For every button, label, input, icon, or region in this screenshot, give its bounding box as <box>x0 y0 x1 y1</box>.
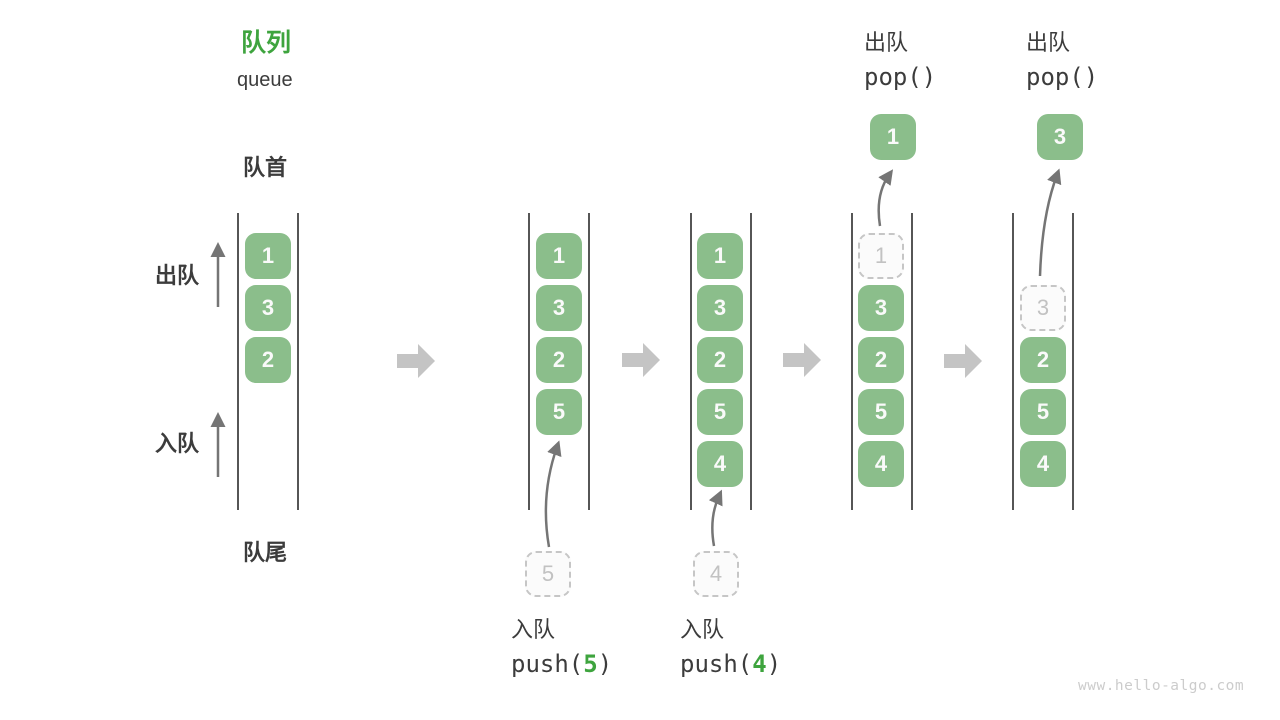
queue-element: 5 <box>536 389 582 435</box>
pop-3-arrow-icon <box>1038 168 1062 277</box>
pop-label-code: pop() <box>1026 63 1099 91</box>
queue-element: 2 <box>697 337 743 383</box>
queue-element: 3 <box>245 285 291 331</box>
next-stage-arrow-icon <box>397 344 435 378</box>
queue-element: 5 <box>858 389 904 435</box>
queue-element: 2 <box>536 337 582 383</box>
queue2-wall-right <box>588 213 590 510</box>
queue2-wall-left <box>528 213 530 510</box>
next-stage-arrow-icon <box>622 343 660 377</box>
pop-1-arrow-icon <box>877 169 894 227</box>
queue1-wall-left <box>237 213 239 510</box>
queue-element-popped-slot: 3 <box>1020 285 1066 331</box>
push-operation-label: 入队 push(4) <box>680 617 782 678</box>
pop-operation-label: 出队 pop() <box>864 30 937 91</box>
queue-element: 5 <box>697 389 743 435</box>
incoming-element: 4 <box>693 551 739 597</box>
pop-label-code: pop() <box>864 63 937 91</box>
popped-element: 3 <box>1037 114 1083 160</box>
queue-element: 3 <box>697 285 743 331</box>
queue5-wall-right <box>1072 213 1074 510</box>
queue3-wall-right <box>750 213 752 510</box>
label-queue-front: 队首 <box>243 155 288 180</box>
popped-element: 1 <box>870 114 916 160</box>
watermark: www.hello-algo.com <box>1078 678 1245 694</box>
incoming-element: 5 <box>525 551 571 597</box>
push-operation-label: 入队 push(5) <box>511 617 613 678</box>
queue-element: 3 <box>858 285 904 331</box>
push-label-code: push(5) <box>511 650 613 678</box>
pop-label-zh: 出队 <box>864 30 909 55</box>
next-stage-arrow-icon <box>944 344 982 378</box>
queue-element: 2 <box>245 337 291 383</box>
queue-element: 1 <box>697 233 743 279</box>
pop-operation-label: 出队 pop() <box>1026 30 1099 91</box>
queue-element: 1 <box>536 233 582 279</box>
label-enqueue-direction: 入队 <box>155 431 200 456</box>
queue-element: 4 <box>697 441 743 487</box>
queue-element: 1 <box>245 233 291 279</box>
page-title: 队列 <box>241 29 292 57</box>
queue1-wall-right <box>297 213 299 510</box>
queue-element: 5 <box>1020 389 1066 435</box>
label-queue-rear: 队尾 <box>243 540 288 565</box>
page-subtitle: queue <box>237 69 293 91</box>
push-label-code: push(4) <box>680 650 782 678</box>
label-dequeue-direction: 出队 <box>155 263 200 288</box>
queue4-wall-right <box>911 213 913 510</box>
pop-label-zh: 出队 <box>1026 30 1071 55</box>
push-5-arrow-icon <box>544 440 562 548</box>
queue3-wall-left <box>690 213 692 510</box>
push-label-zh: 入队 <box>680 617 725 642</box>
queue5-wall-left <box>1012 213 1014 510</box>
next-stage-arrow-icon <box>783 343 821 377</box>
queue-element-popped-slot: 1 <box>858 233 904 279</box>
queue-element: 3 <box>536 285 582 331</box>
push-label-zh: 入队 <box>511 617 556 642</box>
queue-element: 4 <box>1020 441 1066 487</box>
queue-element: 4 <box>858 441 904 487</box>
queue-element: 2 <box>1020 337 1066 383</box>
queue-element: 2 <box>858 337 904 383</box>
push-4-arrow-icon <box>708 489 723 547</box>
queue4-wall-left <box>851 213 853 510</box>
